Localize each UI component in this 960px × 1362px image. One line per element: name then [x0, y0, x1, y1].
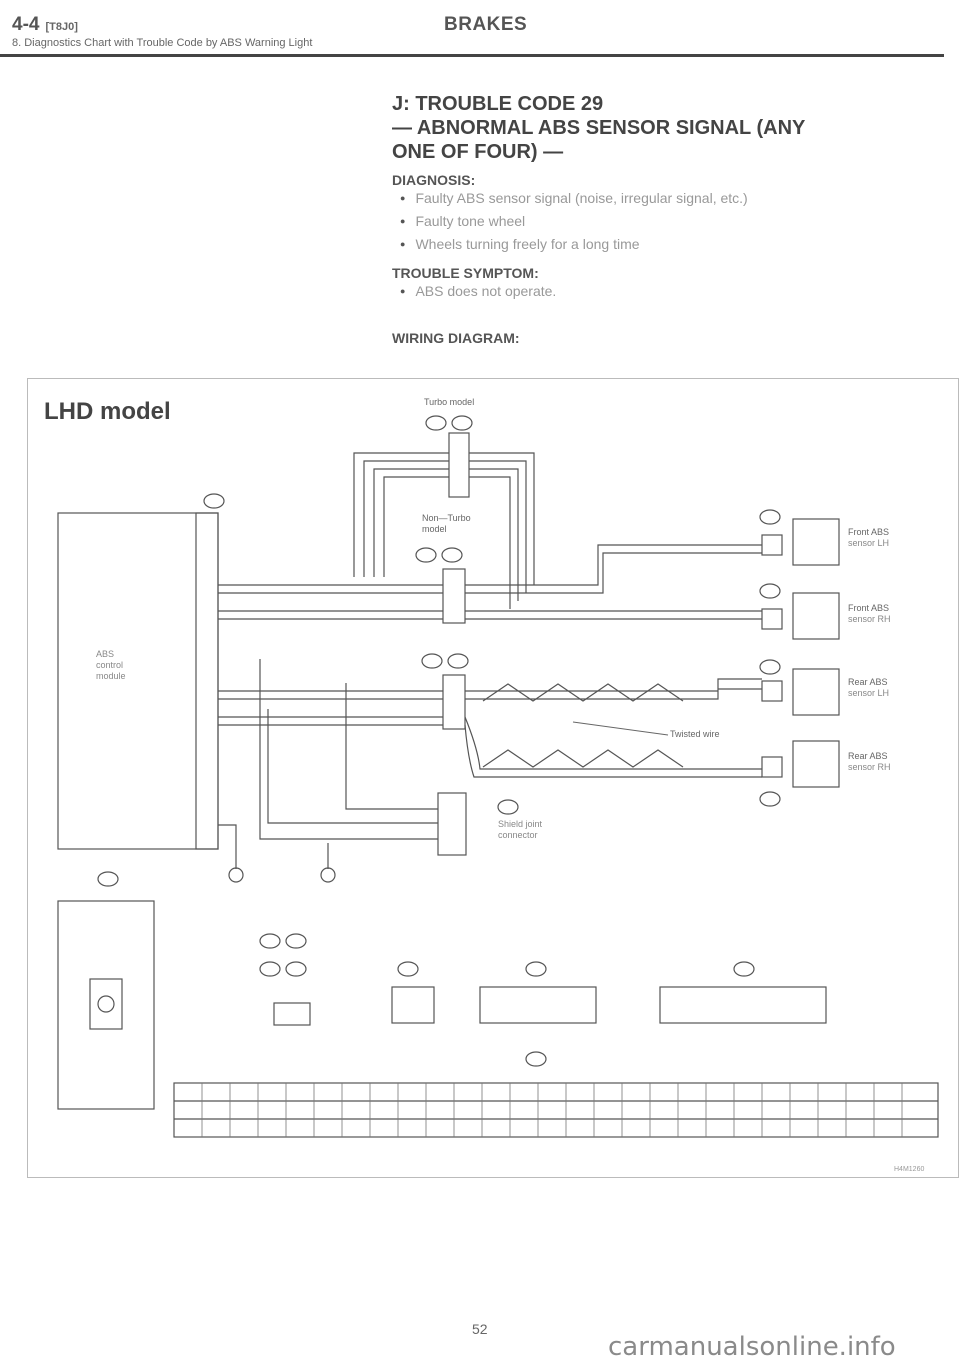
symptom-heading: TROUBLE SYMPTOM: [392, 265, 539, 281]
abs-module-connector [195, 512, 219, 850]
page-title: BRAKES [444, 14, 528, 35]
non-turbo-label: Non—Turbo [422, 513, 471, 523]
sensor-label: sensor LH [848, 538, 889, 548]
sensor-label: Front ABS [848, 603, 889, 613]
trouble-code-section: J: TROUBLE CODE 29 — ABNORMAL ABS SENSOR… [392, 92, 952, 346]
heading-line: J: TROUBLE CODE 29 [392, 93, 604, 115]
non-turbo-connector [442, 568, 466, 624]
abs-module-label: ABS [96, 649, 114, 659]
connector-face [391, 986, 435, 1024]
shield-joint-connector [437, 792, 467, 856]
shield-joint-label-line2: connector [498, 830, 538, 840]
connector-face [479, 986, 597, 1024]
connector-face [659, 986, 827, 1024]
sensor-label: Rear ABS [848, 677, 888, 687]
sensor-label: sensor LH [848, 688, 889, 698]
abs-module-label: control [96, 660, 123, 670]
heading-line: ONE OF FOUR) — [392, 141, 564, 163]
rear-sensor-rh-box [792, 740, 840, 788]
page-number: 52 [472, 1321, 488, 1337]
diagnosis-heading: DIAGNOSIS: [392, 172, 476, 188]
wiring-diagram-svg: LHD model Turbo model Non—Turbo model AB… [44, 397, 939, 1173]
mid-connector [442, 674, 466, 730]
diagnosis-item: Faulty ABS sensor signal (noise, irregul… [400, 188, 952, 211]
heading-line: — ABNORMAL ABS SENSOR SIGNAL (ANY [392, 117, 806, 139]
wiring-diagram: LHD model Turbo model Non—Turbo model AB… [27, 378, 959, 1178]
rear-sensor-lh-box [792, 668, 840, 716]
front-sensor-lh-box [792, 518, 840, 566]
watermark: carmanualsonline.info [608, 1332, 896, 1362]
connector-face [273, 1002, 311, 1026]
sensor-label: Rear ABS [848, 751, 888, 761]
front-sensor-rh-box [792, 592, 840, 640]
page-subtitle: 8. Diagnostics Chart with Trouble Code b… [12, 37, 313, 49]
turbo-model-label: Turbo model [424, 397, 474, 407]
connector-face-left [57, 900, 155, 1110]
header-rule [0, 54, 944, 57]
abs-control-module [57, 512, 219, 850]
turbo-connector [448, 432, 470, 498]
sensor-label: sensor RH [848, 614, 891, 624]
diagnosis-item: Wheels turning freely for a long time [400, 234, 952, 257]
sensor-label: sensor RH [848, 762, 891, 772]
sensor-label: Front ABS [848, 527, 889, 537]
shield-joint-label: Shield joint [498, 819, 543, 829]
connector-face-long [173, 1082, 939, 1138]
wiring-heading: WIRING DIAGRAM: [392, 330, 520, 346]
diagnosis-item: Faulty tone wheel [400, 211, 952, 234]
model-label: LHD model [44, 398, 171, 425]
symptom-item: ABS does not operate. [400, 281, 952, 304]
section-number: 4-4[T8J0] [12, 14, 78, 35]
figure-code: H4M1260 [894, 1166, 924, 1173]
non-turbo-label-line2: model [422, 524, 447, 534]
section-code: [T8J0] [45, 21, 78, 33]
abs-module-label: module [96, 671, 126, 681]
twisted-wire-label: Twisted wire [670, 729, 720, 739]
